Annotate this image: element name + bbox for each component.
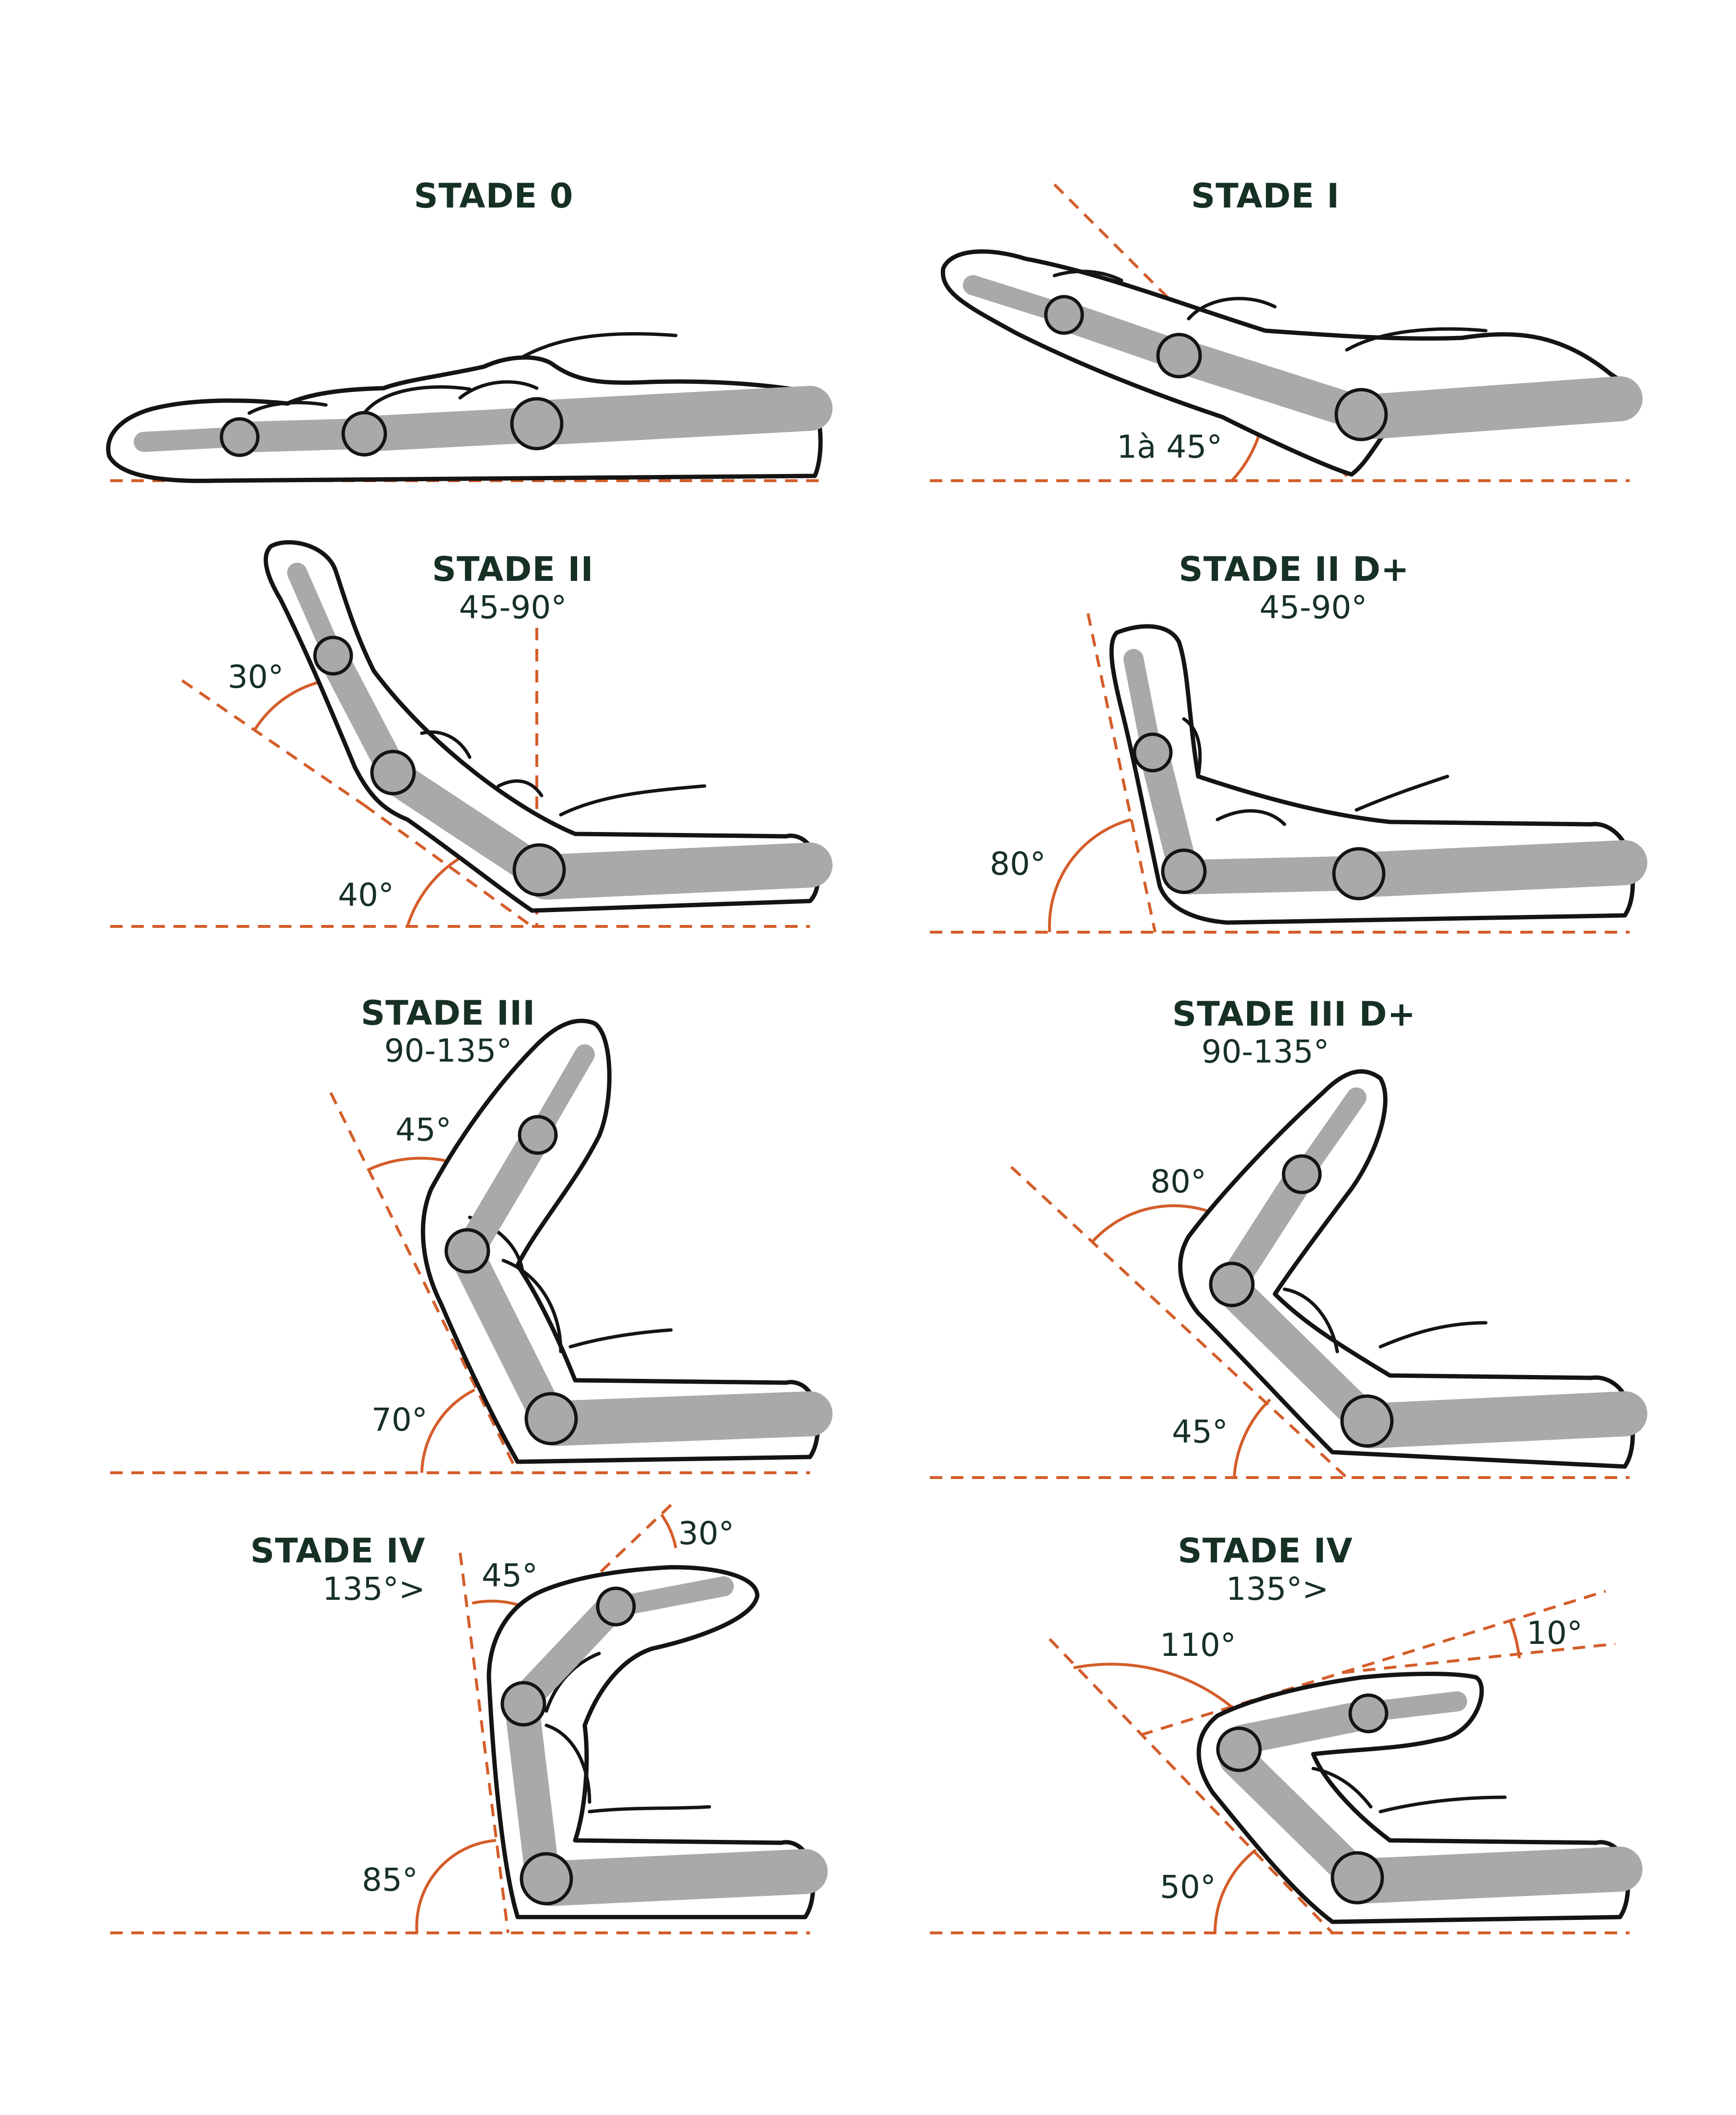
panel-range: 135°> xyxy=(1226,1571,1329,1607)
panel-stade-3: STADE III 90-135° 45° 70° xyxy=(110,994,833,1474)
angle-label: 30° xyxy=(678,1515,734,1552)
angle-arc xyxy=(406,856,461,927)
finger-drawing xyxy=(106,332,833,483)
finger-bones xyxy=(963,275,1643,441)
panel-title: STADE IV xyxy=(1178,1531,1353,1571)
angle-arc xyxy=(1214,1849,1257,1933)
panel-title: STADE III xyxy=(361,994,535,1033)
angle-arc xyxy=(1508,1619,1521,1659)
angle-reference-line xyxy=(1342,1642,1616,1674)
panel-stade-4a: STADE IV 135°> 45° 30° 85° xyxy=(110,1503,828,1934)
panel-stade-4b: STADE IV 135°> 110° 10° 50° xyxy=(930,1531,1643,1934)
panel-range: 45-90° xyxy=(1260,589,1367,626)
finger-bones xyxy=(1216,1691,1643,1905)
angle-arc xyxy=(1233,1398,1272,1478)
angle-reference-line xyxy=(459,1552,509,1933)
angle-label: 45° xyxy=(482,1557,538,1594)
panel-stade-0: STADE 0 xyxy=(106,176,833,483)
finger-drawing xyxy=(421,1018,833,1464)
panel-title: STADE II D+ xyxy=(1179,550,1409,589)
panel-title: STADE III D+ xyxy=(1172,994,1416,1034)
angle-label: 45° xyxy=(395,1111,451,1148)
panel-stade-3d: STADE III D+ 90-135° 80° 45° xyxy=(930,994,1647,1479)
finger-bones xyxy=(500,1576,828,1906)
angle-arc xyxy=(660,1514,677,1549)
finger-bones xyxy=(1123,649,1647,901)
finger-bones xyxy=(444,1044,833,1446)
angle-reference-line xyxy=(363,804,533,928)
finger-drawing xyxy=(486,1565,828,1919)
angle-reference-line xyxy=(1010,1166,1348,1479)
angle-label: 110° xyxy=(1160,1627,1236,1664)
angle-label: 80° xyxy=(990,845,1046,882)
panel-title: STADE 0 xyxy=(414,176,574,216)
angle-reference-line xyxy=(1048,1638,1334,1934)
panel-title: STADE I xyxy=(1191,176,1340,216)
angle-arc xyxy=(415,1839,497,1933)
angle-arc xyxy=(1073,1663,1238,1712)
angle-label: 85° xyxy=(362,1861,418,1898)
angle-label: 70° xyxy=(371,1401,428,1438)
angle-label: 10° xyxy=(1527,1615,1583,1652)
finger-bones xyxy=(1209,1087,1647,1448)
finger-drawing xyxy=(1109,624,1647,925)
panel-stade-2d: STADE II D+ 45-90° 80° xyxy=(930,550,1647,934)
finger-bones xyxy=(287,563,833,900)
finger-drawing xyxy=(1196,1672,1643,1924)
panel-range: 135°> xyxy=(323,1571,425,1607)
angle-arc xyxy=(420,1388,475,1473)
panel-stade-2: STADE II 45-90° 30° 40° xyxy=(110,540,833,928)
angle-label: 80° xyxy=(1150,1163,1206,1200)
panel-title: STADE IV xyxy=(250,1531,425,1571)
angle-arc xyxy=(253,679,326,732)
angle-reference-line xyxy=(1087,613,1157,933)
angle-reference-line xyxy=(329,1092,519,1474)
angle-reference-line xyxy=(1140,1590,1606,1736)
angle-arc xyxy=(1048,818,1132,933)
finger-drawing xyxy=(264,540,833,913)
finger-bones xyxy=(134,386,833,457)
angle-label: 40° xyxy=(338,877,394,913)
angle-label: 1à 45° xyxy=(1117,428,1222,465)
panel-range: 90-135° xyxy=(384,1032,512,1069)
panel-stade-1: STADE I 1à 45° xyxy=(930,176,1643,482)
angle-label: 50° xyxy=(1160,1869,1216,1906)
finger-drawing xyxy=(1178,1069,1647,1469)
angle-reference-line xyxy=(181,679,365,807)
angle-label: 30° xyxy=(228,659,284,695)
finger-drawing xyxy=(940,249,1643,477)
panel-range: 45-90° xyxy=(459,589,567,626)
panel-range: 90-135° xyxy=(1202,1033,1330,1070)
panel-title: STADE II xyxy=(432,550,593,589)
angle-label: 45° xyxy=(1172,1413,1228,1450)
